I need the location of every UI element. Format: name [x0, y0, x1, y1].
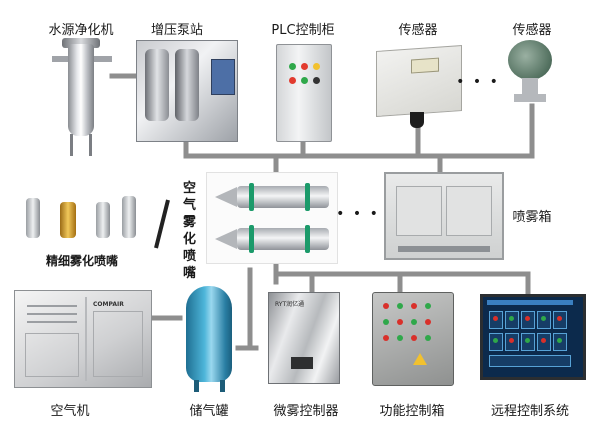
ellipsis-nozzle-spray: • • • — [336, 206, 380, 222]
plc-cabinet-image — [276, 44, 332, 142]
label-fine-nozzle: 精细雾化喷嘴 — [45, 254, 119, 268]
label-remote-control-system: 远程控制系统 — [490, 404, 570, 419]
label-plc-cabinet: PLC控制柜 — [271, 23, 335, 38]
sensor-cable-gland — [410, 112, 424, 128]
pressure-transmitter-image — [500, 38, 564, 108]
spray-box-image — [384, 172, 504, 260]
label-air-tank: 储气罐 — [189, 404, 229, 419]
label-spray-box: 喷雾箱 — [512, 210, 552, 225]
ellipsis-sensors: • • • — [456, 74, 500, 90]
air-atomizing-nozzle-image — [206, 172, 338, 264]
label-sensor-2: 传感器 — [512, 23, 552, 38]
label-micro-mist-controller: 微雾控制器 — [273, 404, 339, 419]
label-air-atomizing-nozzle: 空气雾化喷嘴 — [183, 181, 197, 281]
air-compressor-image: COMPAIR — [14, 290, 152, 388]
slash-divider — [154, 199, 170, 249]
label-function-control-box: 功能控制箱 — [379, 404, 445, 419]
remote-control-screen-image — [480, 294, 586, 380]
water-purifier-image — [52, 38, 112, 156]
compressor-brand: COMPAIR — [93, 301, 124, 308]
label-sensor-1: 传感器 — [398, 23, 438, 38]
label-air-compressor: 空气机 — [50, 404, 90, 419]
sensor-box-image — [376, 44, 462, 118]
label-booster-pump: 增压泵站 — [150, 23, 204, 38]
controller-brand: RYT润亿通 — [275, 301, 305, 308]
air-tank-image — [180, 280, 238, 394]
label-water-purifier: 水源净化机 — [48, 23, 114, 38]
function-control-box-image — [372, 292, 454, 386]
fine-nozzles-image — [26, 196, 150, 244]
booster-pump-image — [136, 40, 238, 142]
micro-mist-controller-image: RYT润亿通 — [268, 292, 340, 384]
